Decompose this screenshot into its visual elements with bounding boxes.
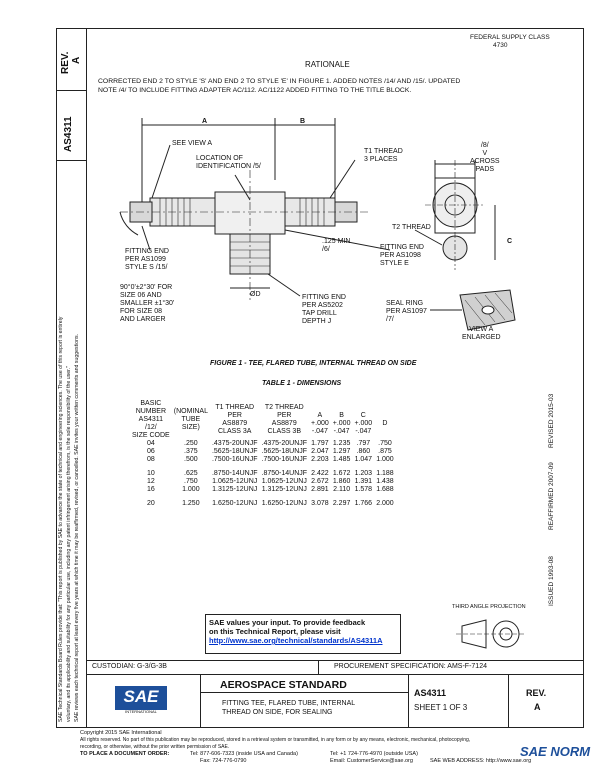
third-angle-projection-icon [456, 619, 524, 649]
legal-text-1: SAE Technical Standards Board Rules prov… [58, 316, 64, 722]
figure-caption: FIGURE 1 - TEE, FLARED TUBE, INTERNAL TH… [210, 360, 417, 367]
dim-b-label: B [300, 118, 306, 125]
view-a-enlarged-label: VIEW A ENLARGED [462, 326, 501, 341]
col-c: C+.000-.047 [354, 412, 373, 435]
custodian-label: CUSTODIAN: G-3/G-3B [92, 663, 167, 670]
copyright-line: Copyright 2015 SAE International [80, 730, 162, 736]
seal-ring-label: SEAL RING PER AS1097 /7/ [386, 300, 427, 323]
title-rev-value: A [534, 702, 541, 712]
sae-logo-subtitle: INTERNATIONAL [125, 709, 157, 714]
rev-divider [508, 674, 510, 728]
fed-supply-class: FEDERAL SUPPLY CLASS [470, 34, 550, 41]
across-pads-label: /8/ V ACROSS PADS [470, 142, 500, 173]
rev-box-border [56, 90, 87, 92]
title-description-1: FITTING TEE, FLARED TUBE, INTERNAL [222, 700, 356, 707]
rights-line-2: recording, or otherwise, without the pri… [80, 744, 230, 750]
projection-label: THIRD ANGLE PROJECTION [452, 604, 526, 610]
title-block-mid [86, 674, 584, 676]
dim-a-label: A [202, 118, 208, 125]
fitting-end-as5202-label: FITTING END PER AS5202 TAP DRILL DEPTH J [302, 294, 346, 325]
tel-outside-usa: Tel: +1 724-776-4970 (outside USA) [330, 751, 418, 757]
sheet-number: SHEET 1 OF 3 [414, 703, 468, 712]
sae-norm-watermark: SAE NORM [520, 744, 591, 759]
drawing-frame [56, 28, 584, 728]
issued-date: ISSUED 1993-08 [548, 556, 555, 606]
fitting-end-as1099-label: FITTING END PER AS1099 STYLE S /15/ [125, 248, 169, 271]
sae-logo: SAE [115, 686, 167, 710]
logo-divider [200, 674, 202, 728]
dim-d-label: ØD [250, 291, 261, 298]
web-address[interactable]: SAE WEB ADDRESS: http://www.sae.org [430, 758, 532, 764]
standard-underline [200, 692, 408, 694]
left-strip-border [86, 28, 88, 728]
fax-number: Fax: 724-776-0790 [200, 758, 247, 764]
legal-text-3: SAE reviews each technical report at lea… [74, 334, 80, 722]
col-a: A+.000-.047 [311, 412, 329, 435]
reaffirmed-date: REAFFIRMED 2007-09 [548, 462, 555, 530]
t1-thread-label: T1 THREAD 3 PLACES [364, 148, 403, 163]
docno-divider [408, 674, 410, 728]
dim-c-label: C [507, 238, 513, 245]
email-address[interactable]: Email: CustomerService@sae.org [330, 758, 413, 764]
see-view-a-label: SEE VIEW A [172, 140, 213, 147]
t2-thread-label: T2 THREAD [392, 224, 431, 231]
rationale-title: RATIONALE [305, 60, 350, 69]
feedback-box: SAE values your input. To provide feedba… [205, 614, 401, 654]
rationale-text-1: CORRECTED END 2 TO STYLE 'S' AND END 2 T… [98, 78, 461, 85]
title-block-top [86, 660, 584, 662]
angle-tolerance-label: 90°0'±2°30' FOR SIZE 06 AND SMALLER ±1°3… [120, 284, 175, 323]
order-label: TO PLACE A DOCUMENT ORDER: [80, 751, 170, 757]
legal-text-2: voluntary, and its applicability and sui… [66, 366, 72, 722]
col-d: D [382, 420, 388, 427]
title-description-2: THREAD ON SIDE, FOR SEALING [222, 709, 333, 716]
location-label: LOCATION OF IDENTIFICATION /5/ [196, 155, 261, 170]
title-doc-number: AS4311 [414, 688, 447, 698]
rationale-text-2: NOTE /4/ TO INCLUDE FITTING ADAPTER AC/1… [98, 87, 412, 94]
left-rev-value: A [71, 56, 82, 64]
tee-fitting-drawing [119, 118, 516, 331]
min-125-label: .125 MIN /6/ [322, 238, 351, 253]
aerospace-standard-title: AEROSPACE STANDARD [220, 679, 347, 691]
table-title: TABLE 1 - DIMENSIONS [262, 380, 342, 387]
fed-supply-class-number: 4730 [493, 42, 508, 49]
title-rev-label: REV. [526, 688, 547, 698]
col-b: B+.000-.047 [332, 412, 351, 435]
tel-inside-usa: Tel: 877-606-7323 (inside USA and Canada… [190, 751, 298, 757]
docno-box-border [56, 160, 87, 162]
revised-date: REVISED 2015-03 [548, 393, 555, 448]
left-rev-label: REV. [60, 51, 71, 74]
fitting-end-as1098-label: FITTING END PER AS1098 STYLE E [380, 244, 424, 267]
custodian-divider [318, 660, 320, 674]
procurement-label: PROCUREMENT SPECIFICATION: AMS-F-7124 [334, 663, 487, 670]
feedback-link[interactable]: http://www.sae.org/technical/standards/A… [209, 636, 383, 645]
feedback-line-2: on this Technical Report, please visit [209, 627, 341, 636]
rights-line-1: All rights reserved. No part of this pub… [80, 737, 471, 743]
left-doc-number: AS4311 [63, 116, 74, 152]
feedback-line-1: SAE values your input. To provide feedba… [209, 618, 366, 627]
